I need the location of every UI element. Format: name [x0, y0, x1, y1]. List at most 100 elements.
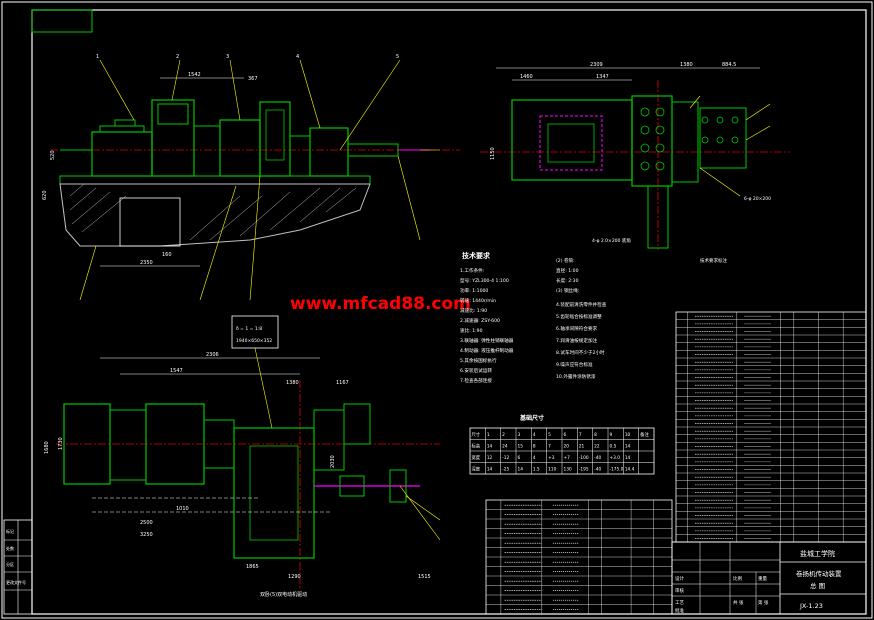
param-cell: 14 — [518, 467, 524, 473]
tv-caption: 双卧(5)双电动机驱动 — [260, 591, 307, 598]
tech-rline-10: 10.外露件涂防锈漆 — [556, 373, 596, 380]
sv-dim-0: 2309 — [590, 62, 603, 68]
tv-dim-6: 2500 — [140, 520, 153, 526]
fv-dim-7: 160 — [162, 252, 172, 258]
tech-line-11: 7.检查各部连接 — [460, 377, 492, 384]
param-table-title: 基础尺寸 — [519, 414, 544, 422]
fv-label-2: 3 — [226, 54, 229, 60]
param-cell: 3 — [518, 432, 521, 438]
tech-line-7: 3.联轴器: 弹性柱销联轴器 — [460, 337, 514, 344]
tech-rline-4: 4.装配前清洗零件并检查 — [556, 301, 607, 308]
tv-dim-9: 1865 — [246, 564, 259, 570]
sv-dim-2: 884.5 — [722, 62, 736, 68]
param-cell: 0.5 — [610, 444, 617, 450]
tv-note-1: 1940×650×352 — [236, 338, 272, 344]
rev-label-2: 分区 — [6, 561, 14, 567]
fv-dim-2: 520 — [50, 150, 56, 160]
sv-note-0: 4-φ 2.0×200 底角 — [592, 237, 631, 244]
title-label-6: 共 张 — [733, 599, 744, 606]
fv-dim-0: 1542 — [188, 72, 201, 78]
corner-tag — [31, 9, 93, 33]
param-cell: 标高 — [472, 443, 481, 450]
param-cell: -40 — [594, 455, 601, 461]
param-cell: +3 — [548, 455, 555, 461]
tech-line-9: 5.其余按国标执行 — [460, 357, 497, 364]
title-block: 盐城工学院 卷扬机传动装置 总 图 JX-1.23 设计 审核 工艺 批准 比例… — [671, 541, 867, 615]
fv-dim-3: 620 — [42, 190, 48, 200]
fv-label-4: 5 — [396, 54, 399, 60]
tv-dim-7: 1010 — [176, 506, 189, 512]
param-cell: -40 — [594, 467, 601, 473]
param-cell: 14 — [487, 444, 493, 450]
tech-rline-6: 6.轴承间隙符合要求 — [556, 325, 598, 332]
param-cell: -100 — [579, 455, 589, 461]
param-cell: 21 — [579, 444, 585, 450]
param-cell: 8 — [533, 444, 536, 450]
tv-dim-3: 1167 — [336, 380, 349, 386]
title-label-1: 审核 — [675, 587, 684, 594]
tech-title: 技术要求 — [462, 251, 491, 260]
title-label-3: 批准 — [675, 607, 684, 614]
param-cell: 20 — [564, 444, 570, 450]
tech-line-3: 转速: 1440r/min — [460, 297, 496, 304]
param-cell: -195 — [579, 467, 589, 473]
title-label-0: 设计 — [675, 575, 684, 582]
title-code: JX-1.23 — [799, 602, 823, 610]
param-cell: 尺寸 — [472, 431, 481, 438]
param-cell: 宽度 — [472, 454, 481, 461]
param-cell: 130 — [564, 467, 572, 473]
param-cell: -12 — [502, 455, 509, 461]
tech-rline-1: 直径: 1:00 — [556, 267, 579, 274]
param-cell: 110 — [548, 467, 556, 473]
param-cell: 9 — [610, 432, 613, 438]
param-cell: 6 — [564, 432, 567, 438]
tv-dim-1: 1547 — [170, 368, 183, 374]
fv-label-0: 1 — [96, 54, 99, 60]
tech-line-8: 4.制动器: 液压推杆制动器 — [460, 347, 514, 354]
param-cell: 4 — [533, 455, 536, 461]
side-view: 2309 1380 884.5 1460 1347 1150 4-φ 2.0×2… — [480, 62, 790, 264]
left-revision-block: 标记 处数 分区 更改文件号 — [3, 519, 33, 615]
title-sub: 总 图 — [810, 581, 825, 590]
sv-note-1: 6-φ 20×200 — [744, 196, 771, 202]
param-cell: 7 — [548, 444, 551, 450]
tv-dim-8: 3250 — [140, 532, 153, 538]
param-cell: 14 — [625, 455, 631, 461]
tv-dim-2: 1380 — [286, 380, 299, 386]
tech-rline-0: (2) 卷筒: — [556, 257, 575, 264]
fv-label-1: 2 — [176, 54, 179, 60]
tech-line-6: 速比: 1:90 — [460, 327, 483, 334]
param-cell: 1.5 — [533, 467, 540, 473]
sv-dim-3: 1460 — [520, 74, 533, 80]
param-cell: 22 — [594, 444, 600, 450]
tv-dim-10: 1290 — [288, 574, 301, 580]
title-drawing-name: 卷扬机传动装置 — [796, 569, 842, 578]
param-cell: +3.0 — [610, 455, 621, 461]
sv-dim-1: 1380 — [680, 62, 693, 68]
param-cell: 12 — [487, 455, 493, 461]
title-label-5: 重量 — [758, 575, 767, 582]
fv-dim-1: 367 — [248, 76, 258, 82]
front-view: 1542 367 520 620 2350 160 1 2 3 4 5 — [42, 54, 460, 301]
tv-dim-12: 2030 — [330, 455, 336, 468]
tv-dim-4: 1680 — [44, 441, 50, 454]
param-cell: 14 — [487, 467, 493, 473]
bom-bottom — [485, 499, 673, 615]
tech-rline-5: 5.齿轮啮合按标准调整 — [556, 313, 602, 320]
param-cell: 4 — [533, 432, 536, 438]
sv-note-2: 技术要求标注 — [700, 257, 727, 264]
param-cell: 备注 — [640, 431, 649, 438]
rev-label-0: 标记 — [6, 528, 14, 534]
bom-right — [675, 311, 867, 543]
rev-label-3: 更改文件号 — [6, 579, 26, 585]
fv-dim-6: 2350 — [140, 260, 153, 266]
tv-note-0: δ = 1 = 1:8 — [236, 326, 262, 332]
tv-dim-11: 1515 — [418, 574, 431, 580]
tech-rline-2: 长度: 2:30 — [556, 277, 579, 284]
param-cell: 6 — [518, 455, 521, 461]
param-cell: 深度 — [472, 466, 481, 473]
param-cell: 15 — [518, 444, 524, 450]
